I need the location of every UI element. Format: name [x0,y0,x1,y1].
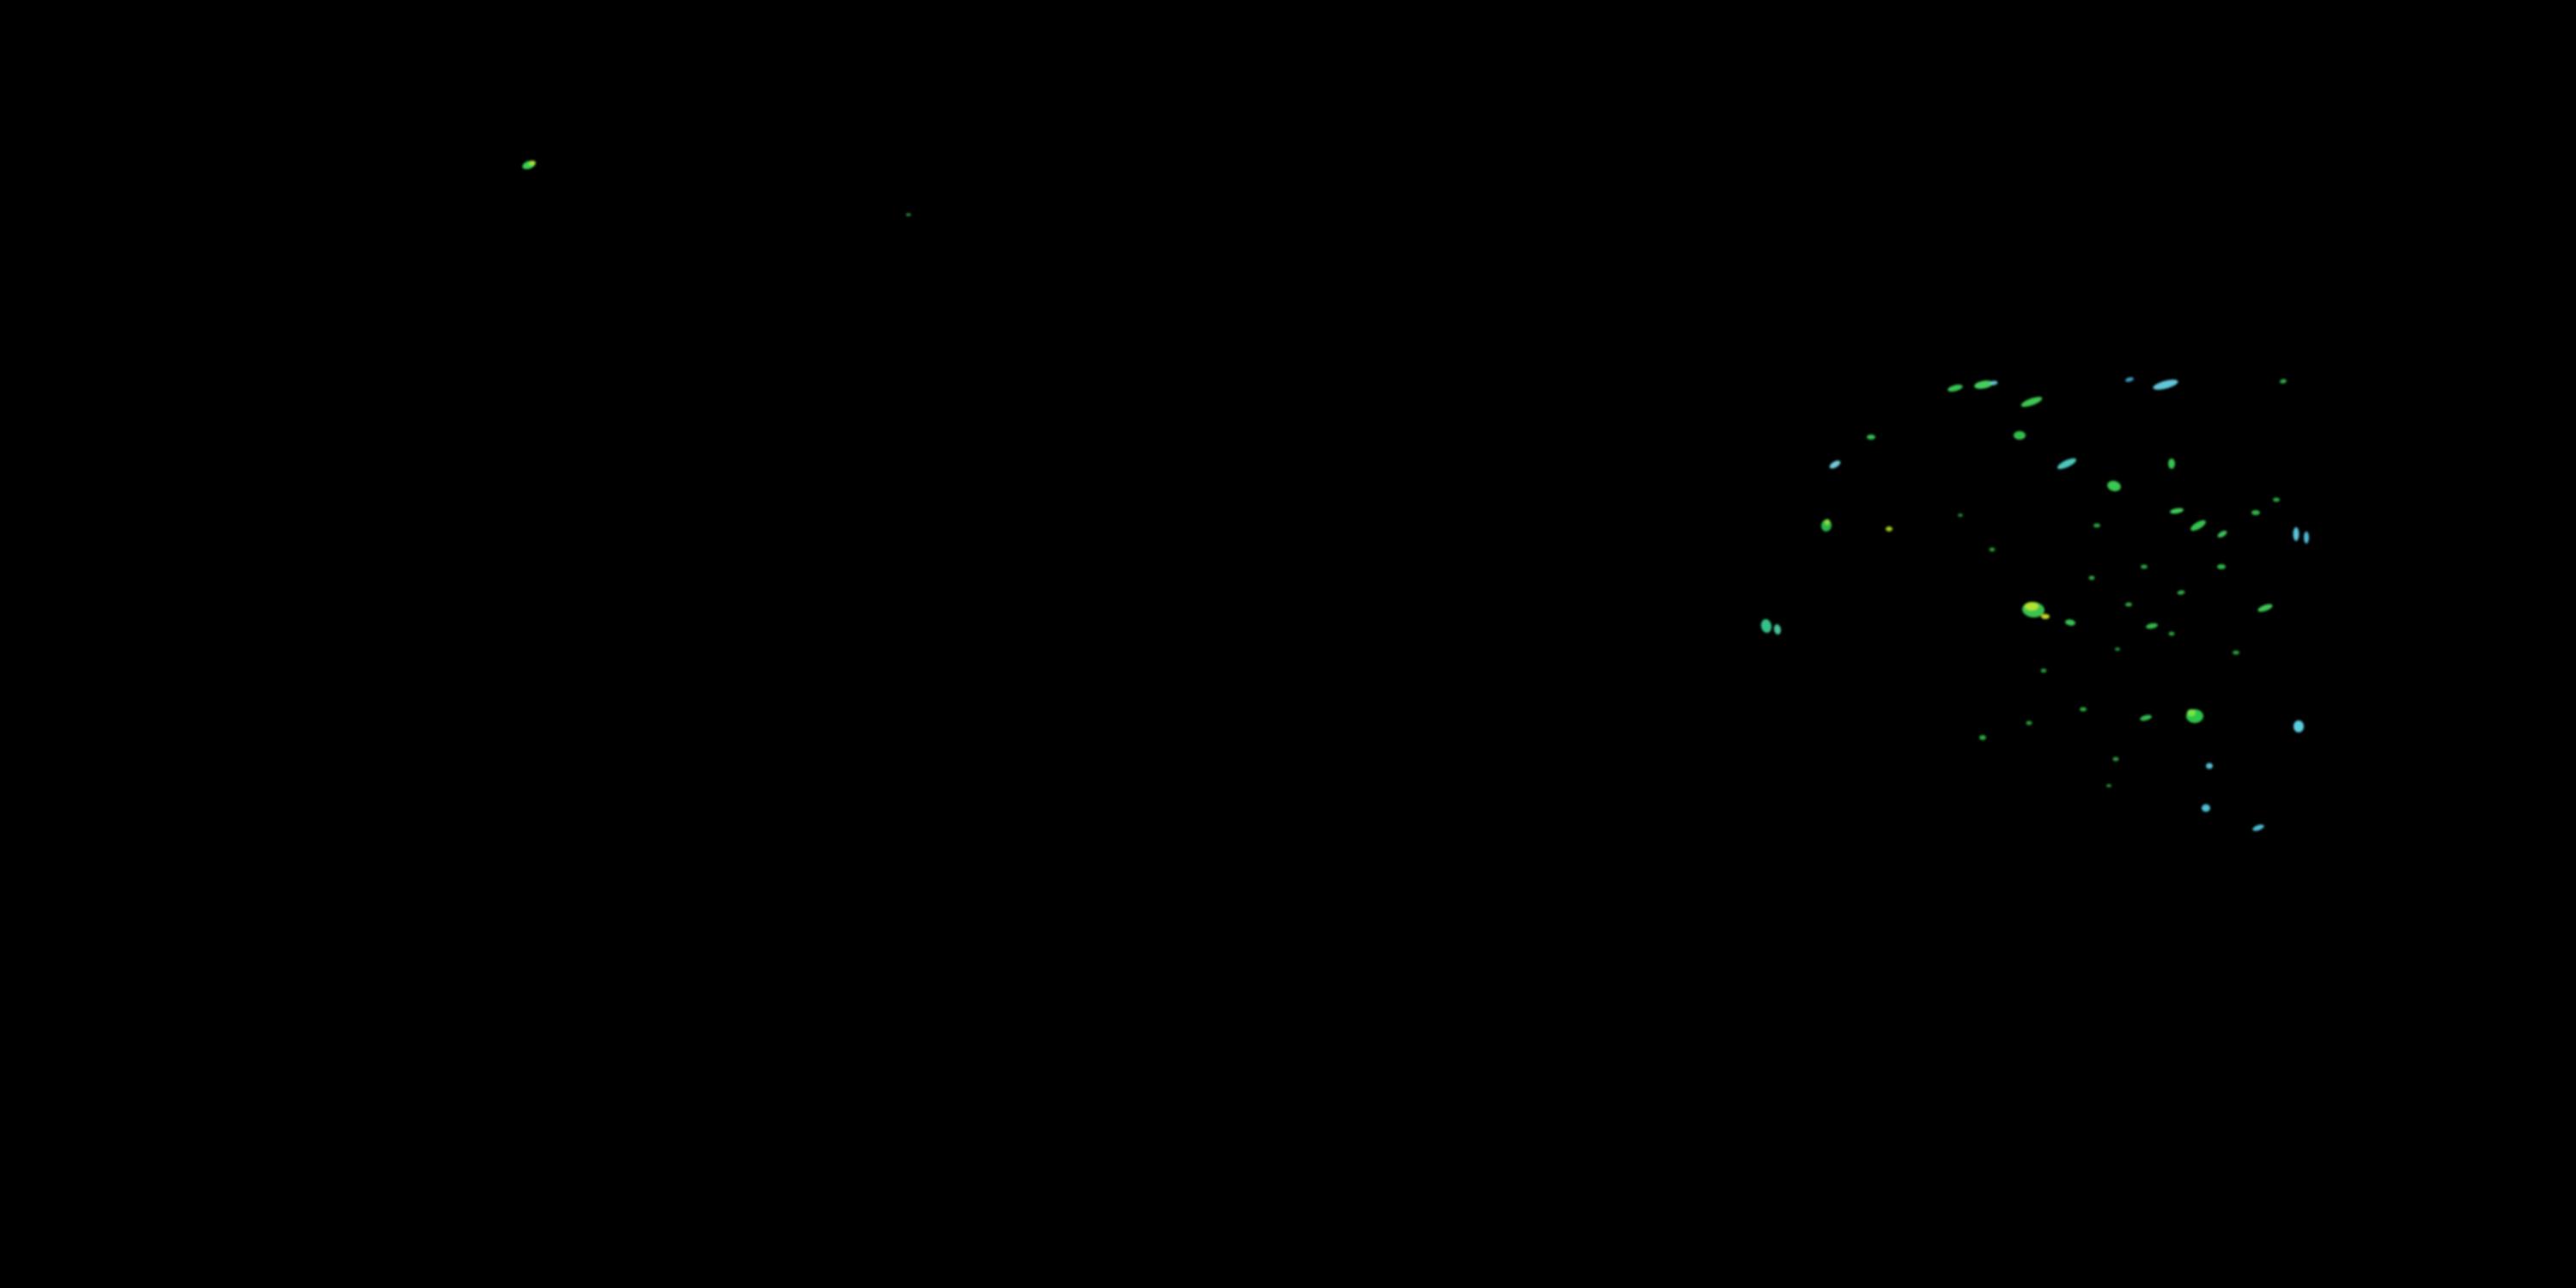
fluorescent-blob [2115,647,2120,651]
fluorescent-blob [906,213,911,216]
fluorescent-blob [529,161,536,166]
fluorescent-blob [2170,507,2184,514]
fluorescent-blob [2251,510,2260,515]
fluorescent-blob [2280,379,2287,384]
fluorescent-blob [1773,624,1782,635]
fluorescent-blob [2020,397,2043,407]
fluorescent-blob [2014,431,2026,440]
fluorescent-blob [2153,380,2178,390]
fluorescent-blob [2057,458,2077,470]
fluorescent-blob [2065,619,2075,626]
fluorescent-blob [1958,513,1963,517]
fluorescent-blob [2146,623,2158,629]
fluorescent-blob [2088,575,2095,580]
fluorescent-blob [2293,720,2304,732]
fluorescent-blob [2026,720,2032,726]
fluorescent-blob [1979,735,1986,740]
fluorescent-blob [2252,824,2264,831]
fluorescent-blob [2080,707,2087,712]
fluorescent-blob [2217,531,2227,538]
fluorescent-blob [2141,564,2148,569]
fluorescent-blob [2177,590,2185,595]
fluorescent-blob [1989,547,1996,552]
fluorescent-blob [2273,497,2280,502]
fluorescent-blob [1760,619,1772,633]
fluorescent-blob [2140,714,2152,721]
fluorescent-blob [1990,380,1998,386]
fluorescent-blob [1867,434,1875,440]
fluorescent-blob [2168,631,2175,636]
blob-layer [522,160,2309,831]
fluorescent-blob [2025,602,2038,611]
fluorescent-blob [2125,377,2134,382]
fluorescent-blob [1974,380,1993,389]
fluorescent-blob [2168,459,2175,469]
fluorescent-blob [2187,709,2196,716]
fluorescent-blob [2125,602,2132,607]
fluorescent-blob [1886,526,1893,532]
fluorescent-blob [1824,519,1831,526]
fluorescent-blob [2106,784,2111,787]
fluorescent-blob [2093,523,2100,528]
fluorescent-blob [2190,519,2206,532]
fluorescent-blob [2233,650,2239,655]
fluorescent-blob [2293,527,2300,541]
fluorescent-blob [2202,804,2210,812]
fluorescent-blob [2217,564,2226,569]
fluorescent-blob [2040,668,2047,673]
fluorescent-blob [2304,532,2309,544]
fluorescent-blob [2041,614,2050,619]
fluorescent-blob [1829,460,1841,469]
fluorescent-blob [2206,762,2213,769]
fluorescent-blob [1947,384,1963,392]
fluorescent-blob [2107,480,2121,492]
fluorescent-blob [2112,756,2119,762]
fluorescent-blob [2257,604,2273,612]
